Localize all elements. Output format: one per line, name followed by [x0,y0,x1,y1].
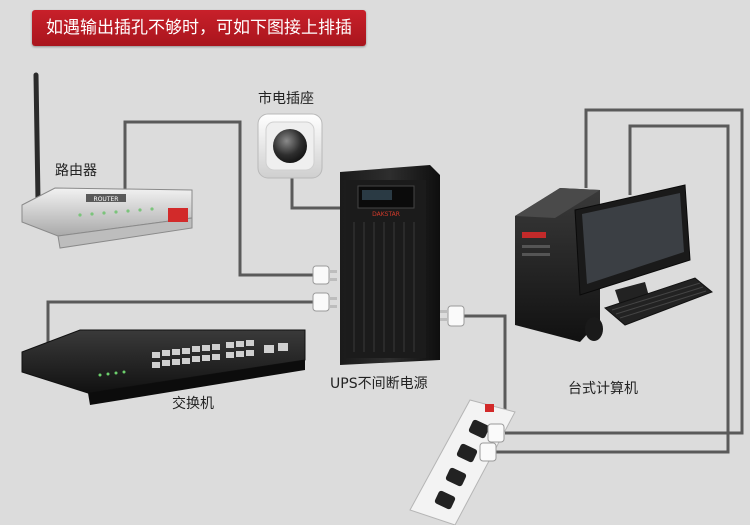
ups-brand-text: DAKSTAR [372,211,400,218]
router-antenna [33,72,41,203]
wall-outlet [257,113,323,179]
outlet-label: 市电插座 [258,91,314,107]
power-strip [409,399,516,525]
plug-strip-1 [487,423,505,443]
network-switch [21,329,306,405]
outlet-to-ups-cable [290,170,345,210]
plug-router [312,265,337,285]
switch-to-ups-cable [46,300,315,352]
plug-ups-output [440,305,465,327]
desktop-computer [515,184,713,342]
pc-keyboard [604,277,713,326]
router-label: 路由器 [55,163,97,179]
plug-switch [312,292,337,312]
ups-device: DAKSTAR [340,165,440,365]
ups-label: UPS不间断电源 [330,376,428,392]
powerstrip-to-monitor-cable [495,124,730,454]
plug-strip-2 [479,442,497,462]
pc-mouse [585,317,603,341]
ups-to-powerstrip-cable [460,314,507,417]
router-device: ROUTER [21,72,193,249]
computer-label: 台式计算机 [568,381,638,397]
router-brand-text: ROUTER [94,196,119,203]
instruction-banner: 如遇输出插孔不够时，可如下图接上排插 [32,10,366,46]
switch-label: 交换机 [172,396,214,412]
powerstrip-to-computer-cable [505,108,744,435]
